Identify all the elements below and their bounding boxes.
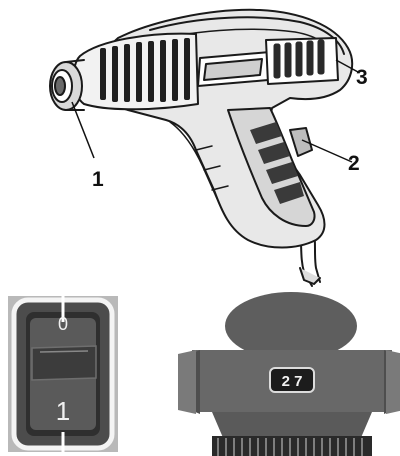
trigger-switch — [289, 127, 313, 157]
dial-photo-panel: 2 7 — [178, 292, 400, 456]
switch-photo-panel: 0 1 — [8, 296, 118, 452]
dial-display-window — [269, 367, 315, 393]
dial-wheel-ridges — [217, 438, 363, 456]
switch-lever — [31, 345, 97, 381]
callout-2: 2 — [348, 152, 360, 175]
leader-line-3 — [335, 59, 359, 73]
leader-line-2 — [301, 139, 353, 163]
switch-position-top: 0 — [58, 314, 68, 334]
nozzle-barrel — [72, 32, 199, 111]
rear-vent-grille — [265, 37, 339, 85]
dial-display-digits: 2 7 — [282, 373, 303, 390]
nozzle-tip — [49, 59, 85, 111]
callout-3: 3 — [356, 66, 368, 89]
heat-gun-illustration — [49, 8, 354, 287]
callout-1: 1 — [92, 168, 104, 191]
callout-leaders — [71, 59, 359, 163]
barrel-vents — [100, 38, 190, 102]
switch-position-bottom: 1 — [56, 396, 70, 426]
leader-line-1 — [71, 101, 95, 159]
